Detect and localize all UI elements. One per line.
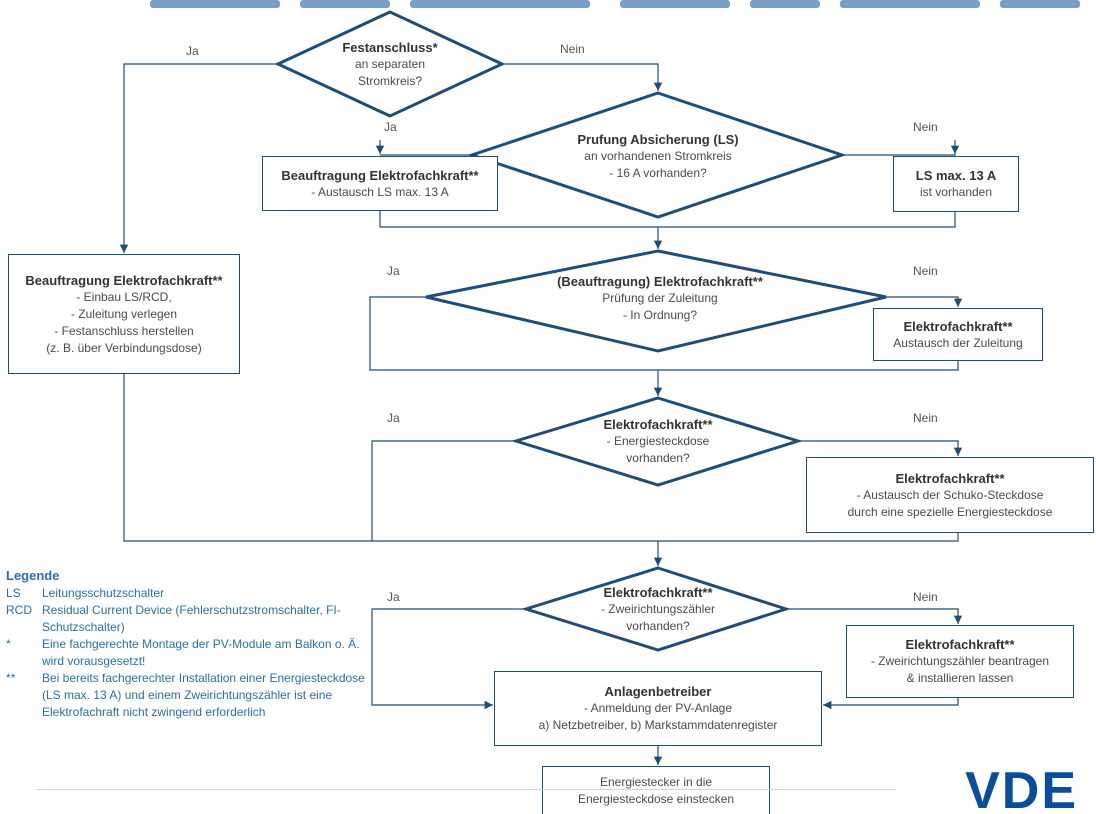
legend-abbr: ** bbox=[6, 671, 16, 685]
branch-label-ja: Ja bbox=[387, 264, 400, 278]
node-title: Prufung Absicherung (LS) bbox=[577, 131, 739, 147]
node-text: Stromkreis? bbox=[357, 73, 422, 88]
node-title: (Beauftragung) Elektrofachkraft** bbox=[557, 273, 763, 289]
diamond-festanschluss bbox=[274, 10, 506, 118]
node-title: Elektrofachkraft** bbox=[603, 584, 713, 600]
box-energiestecker: Energiestecker in die Energiesteckdose e… bbox=[542, 766, 770, 814]
branch-label-ja: Ja bbox=[387, 590, 400, 604]
node-text: - Zweirichtungszähler bbox=[600, 601, 716, 616]
node-text: a) Netzbetreiber, b) Markstammdatenregis… bbox=[538, 718, 778, 732]
diamond-zweirichtungszaehler bbox=[520, 566, 791, 652]
box-austausch-zuleitung: Elektrofachkraft** Austausch der Zuleitu… bbox=[873, 308, 1043, 361]
decision-pruefung-absicherung: Prufung Absicherung (LS) an vorhandenen … bbox=[530, 112, 786, 200]
node-text: - Zweirichtungszähler beantragen bbox=[870, 654, 1050, 668]
legend-text: Eine fachgerechte Montage der PV-Module … bbox=[42, 637, 360, 668]
node-text: & installieren lassen bbox=[906, 671, 1014, 685]
decision-zweirichtungszaehler: Elektrofachkraft** - Zweirichtungszähler… bbox=[560, 578, 756, 640]
branch-label-ja: Ja bbox=[384, 120, 397, 134]
node-text: Prüfung der Zuleitung bbox=[602, 290, 718, 305]
node-text: - Einbau LS/RCD, bbox=[76, 289, 172, 304]
legend-text: Bei bereits fachgerechter Installation e… bbox=[42, 671, 365, 719]
legend-entry: RCD Residual Current Device (Fehlerschut… bbox=[6, 602, 376, 636]
node-title: Elektrofachkraft** bbox=[603, 416, 713, 432]
node-title: Beauftragung Elektrofachkraft** bbox=[281, 167, 479, 183]
node-text: vorhanden? bbox=[626, 618, 690, 633]
legend-abbr: * bbox=[6, 637, 11, 651]
diamond-energiesteckdose bbox=[510, 396, 804, 487]
box-beauftragung-einbau: Beauftragung Elektrofachkraft** - Einbau… bbox=[8, 254, 240, 374]
node-text: - In Ordnung? bbox=[622, 307, 698, 322]
node-title: Elektrofachkraft** bbox=[895, 470, 1005, 486]
node-title: Elektrofachkraft** bbox=[905, 637, 1015, 652]
box-beauftragung-austausch-ls: Beauftragung Elektrofachkraft** - Austau… bbox=[262, 156, 498, 211]
node-text: vorhanden? bbox=[626, 450, 690, 465]
footer-rule bbox=[36, 789, 896, 790]
node-text: - Zuleitung verlegen bbox=[70, 306, 178, 321]
node-text: durch eine spezielle Energiesteckdose bbox=[847, 504, 1053, 519]
branch-label-nein: Nein bbox=[913, 590, 938, 604]
node-text: Energiestecker in die bbox=[599, 774, 713, 789]
legend-entry: ** Bei bereits fachgerechter Installatio… bbox=[6, 670, 376, 721]
node-text: (z. B. über Verbindungsdose) bbox=[46, 340, 202, 355]
decision-energiesteckdose: Elektrofachkraft** - Energiesteckdose vo… bbox=[558, 410, 758, 472]
node-text: ist vorhanden bbox=[919, 185, 993, 199]
branch-label-ja: Ja bbox=[186, 44, 199, 58]
legend: Legende LS Leitungsschutzschalter RCD Re… bbox=[6, 568, 376, 721]
box-anlagenbetreiber: Anlagenbetreiber - Anmeldung der PV-Anla… bbox=[494, 671, 822, 746]
legend-entry: * Eine fachgerechte Montage der PV-Modul… bbox=[6, 636, 376, 670]
node-text: - Festanschluss herstellen bbox=[54, 323, 194, 338]
node-text: - Energiesteckdose bbox=[606, 433, 710, 448]
box-austausch-schuko: Elektrofachkraft** - Austausch der Schuk… bbox=[806, 457, 1094, 533]
box-zaehler-beantragen: Elektrofachkraft** - Zweirichtungszähler… bbox=[846, 625, 1074, 698]
node-title: Anlagenbetreiber bbox=[604, 684, 712, 699]
node-text: Austausch der Zuleitung bbox=[893, 335, 1023, 350]
node-title: Elektrofachkraft** bbox=[903, 318, 1013, 334]
header-banner bbox=[0, 0, 1096, 14]
legend-title: Legende bbox=[6, 568, 60, 583]
branch-label-nein: Nein bbox=[913, 411, 938, 425]
branch-label-nein: Nein bbox=[913, 264, 938, 278]
diamond-pruefung-zuleitung bbox=[425, 249, 887, 353]
node-title: LS max. 13 A bbox=[915, 168, 997, 183]
node-text: - 16 A vorhanden? bbox=[609, 165, 707, 180]
vde-logo-text: VDE bbox=[965, 762, 1078, 814]
legend-text: Residual Current Device (Fehlerschutzstr… bbox=[42, 603, 341, 634]
branch-label-ja: Ja bbox=[387, 411, 400, 425]
diamond-pruefung-ls bbox=[467, 91, 847, 219]
node-title: Beauftragung Elektrofachkraft** bbox=[25, 272, 223, 288]
node-text: - Anmeldung der PV-Anlage bbox=[583, 701, 733, 715]
node-text: Energiesteckdose einstecken bbox=[577, 791, 735, 806]
legend-abbr: RCD bbox=[6, 603, 32, 617]
node-text: - Austausch der Schuko-Steckdose bbox=[856, 487, 1044, 502]
branch-label-nein: Nein bbox=[560, 42, 585, 56]
node-text: - Austausch LS max. 13 A bbox=[311, 184, 449, 199]
node-title: Festanschluss* bbox=[342, 39, 438, 55]
node-text: an vorhandenen Stromkreis bbox=[584, 148, 732, 163]
box-ls-vorhanden: LS max. 13 A ist vorhanden bbox=[893, 156, 1019, 212]
decision-pruefung-zuleitung: (Beauftragung) Elektrofachkraft** Prüfun… bbox=[500, 266, 820, 330]
decision-festanschluss: Festanschluss* an separaten Stromkreis? bbox=[300, 26, 480, 102]
vde-logo: VDE bbox=[965, 762, 1078, 814]
node-text: an separaten bbox=[354, 56, 426, 71]
legend-entry: LS Leitungsschutzschalter bbox=[6, 585, 376, 602]
legend-text: Leitungsschutzschalter bbox=[42, 586, 165, 600]
legend-abbr: LS bbox=[6, 586, 21, 600]
branch-label-nein: Nein bbox=[913, 120, 938, 134]
